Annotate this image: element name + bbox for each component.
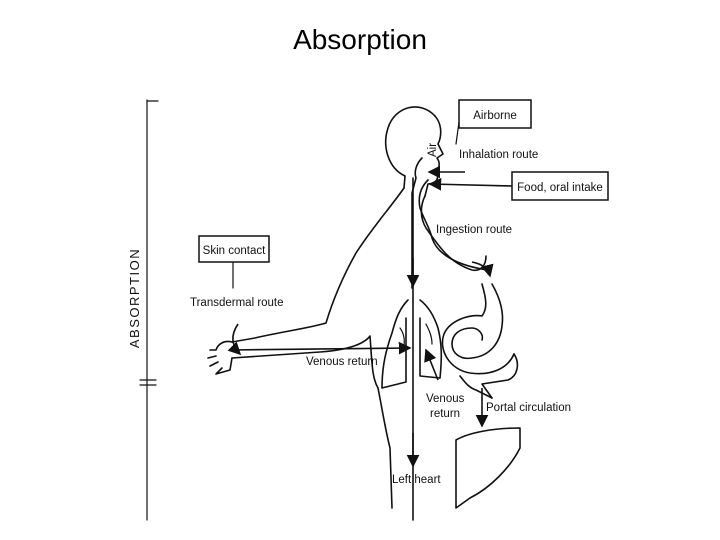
transdermal-arrow bbox=[227, 323, 242, 356]
lungs bbox=[381, 299, 443, 389]
skin-contact-label: Skin contact bbox=[203, 245, 266, 257]
food-label: Food, oral intake bbox=[517, 182, 603, 194]
skin-contact-box bbox=[198, 235, 270, 263]
transdermal-route-label: Transdermal route bbox=[190, 297, 284, 309]
left-heart-label: Left heart bbox=[392, 474, 441, 486]
ingestion-path bbox=[418, 179, 489, 271]
venous-return-arm-label: Venous return bbox=[306, 356, 378, 368]
venous-return-label-line1: Venous bbox=[426, 393, 465, 405]
airborne-box bbox=[458, 99, 532, 129]
venous-return-label-line2: return bbox=[430, 408, 460, 420]
side-label-absorption: ABSORPTION bbox=[127, 248, 142, 348]
absorption-bracket bbox=[139, 99, 159, 521]
portal-circulation-label: Portal circulation bbox=[486, 402, 571, 414]
ingestion-route-label: Ingestion route bbox=[436, 224, 512, 236]
airborne-label: Airborne bbox=[473, 110, 516, 122]
liver bbox=[455, 427, 521, 509]
venous-return-arrow-2 bbox=[424, 348, 439, 381]
venous-return-arrow-arm bbox=[229, 341, 412, 355]
inhalation-path bbox=[411, 157, 423, 289]
inhalation-route-label: Inhalation route bbox=[459, 149, 538, 161]
air-label: Air bbox=[427, 143, 439, 157]
page-title: Absorption bbox=[293, 24, 427, 55]
absorption-diagram: ABSORPTION bbox=[120, 88, 620, 524]
stomach-intestine bbox=[441, 283, 519, 399]
absorption-diagram-svg: ABSORPTION bbox=[127, 99, 609, 521]
airborne-connector bbox=[455, 121, 460, 145]
